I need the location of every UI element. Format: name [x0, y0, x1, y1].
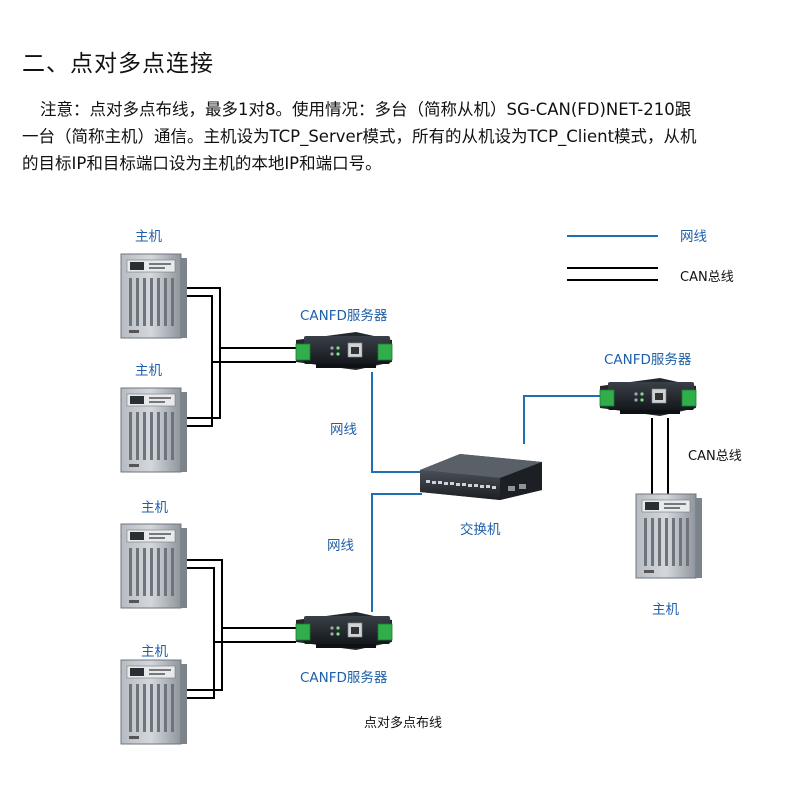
host-label-1: 主机 — [135, 229, 162, 245]
server-label-3: CANFD服务器 — [300, 670, 388, 686]
notice-line-3: 的目标IP和目标端口设为主机的本地IP和端口号。 — [22, 154, 382, 173]
host-label-4: 主机 — [141, 644, 168, 660]
server-label-1: CANFD服务器 — [300, 308, 388, 324]
host-label-5: 主机 — [652, 602, 679, 618]
notice-line-2: 一台（简称主机）通信。主机设为TCP_Server模式，所有的从机设为TCP_C… — [22, 127, 697, 146]
legend-can-label: CAN总线 — [680, 270, 734, 285]
can-bus-group-1 — [180, 287, 296, 427]
host-label-2: 主机 — [135, 363, 162, 379]
server-label-2: CANFD服务器 — [604, 352, 692, 368]
ethernet-label-1: 网线 — [330, 422, 357, 438]
canfd-server-3 — [599, 377, 697, 417]
diagram-caption: 点对多点布线 — [364, 716, 443, 731]
notice-paragraph: 注意：点对多点布线，最多1对8。使用情况：多台（简称从机）SG-CAN(FD)N… — [22, 96, 782, 177]
canfd-server-2 — [295, 611, 393, 651]
notice-line-1: 注意：点对多点布线，最多1对8。使用情况：多台（简称从机）SG-CAN(FD)N… — [40, 100, 692, 119]
ethernet-label-2: 网线 — [327, 538, 354, 554]
canfd-server-1 — [295, 331, 393, 371]
host-cabinet-2 — [120, 387, 188, 473]
host-cabinet-5 — [635, 493, 703, 579]
host-cabinet-1 — [120, 253, 188, 339]
switch-label: 交换机 — [460, 522, 501, 538]
host-label-3: 主机 — [141, 500, 168, 516]
section-title: 二、点对多点连接 — [22, 51, 214, 77]
host-cabinet-3 — [120, 523, 188, 609]
can-bus-group-2 — [182, 559, 296, 699]
can-bus-group-3 — [651, 418, 669, 500]
ethernet-lines — [371, 372, 600, 612]
legend-ethernet-label: 网线 — [680, 229, 707, 245]
can-bus-label: CAN总线 — [688, 449, 742, 464]
network-switch — [420, 454, 542, 500]
host-cabinet-4 — [120, 659, 188, 745]
